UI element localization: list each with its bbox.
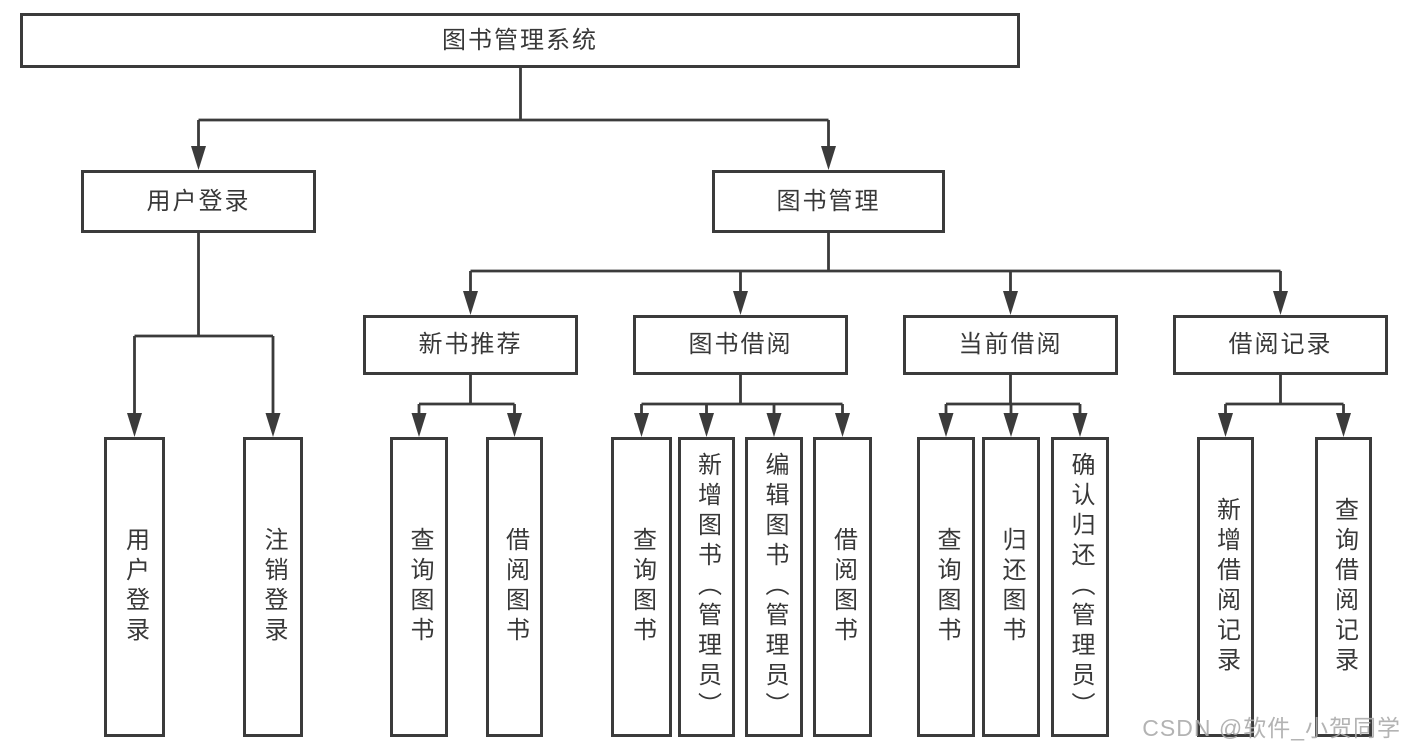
leaf-return-book: 归还图书: [982, 437, 1040, 737]
node-new-book-recommend-label: 新书推荐: [418, 331, 523, 358]
leaf-query-books-recommend-label: 查询图书: [406, 527, 433, 647]
leaf-confirm-return-admin: 确认归还（管理员）: [1051, 437, 1109, 737]
leaf-query-borrow-record-label: 查询借阅记录: [1330, 497, 1358, 677]
leaf-query-books-current-label: 查询图书: [933, 527, 960, 647]
node-book-borrow: 图书借阅: [633, 315, 848, 375]
leaf-add-book-admin-label: 新增图书（管理员）: [693, 452, 721, 722]
leaf-edit-book-admin-label: 编辑图书（管理员）: [761, 452, 788, 722]
leaf-logout-label: 注销登录: [260, 527, 287, 647]
leaf-edit-book-admin: 编辑图书（管理员）: [745, 437, 803, 737]
node-root-label: 图书管理系统: [442, 26, 598, 54]
leaf-return-book-label: 归还图书: [998, 527, 1025, 647]
node-user-login: 用户登录: [81, 170, 316, 233]
node-user-login-label: 用户登录: [146, 187, 251, 215]
leaf-add-book-admin: 新增图书（管理员）: [678, 437, 735, 737]
leaf-query-books-recommend: 查询图书: [390, 437, 448, 737]
node-current-borrow-label: 当前借阅: [958, 331, 1063, 358]
node-borrow-records-label: 借阅记录: [1228, 331, 1333, 358]
leaf-user-login-label: 用户登录: [121, 527, 149, 647]
leaf-confirm-return-admin-label: 确认归还（管理员）: [1067, 452, 1094, 722]
node-book-management: 图书管理: [712, 170, 945, 233]
csdn-watermark: CSDN @软件_小贺同学: [1142, 715, 1401, 741]
node-book-management-label: 图书管理: [776, 187, 881, 215]
node-root: 图书管理系统: [20, 13, 1020, 68]
leaf-user-login: 用户登录: [104, 437, 165, 737]
node-new-book-recommend: 新书推荐: [363, 315, 578, 375]
leaf-borrow-books-label: 借阅图书: [829, 527, 857, 647]
leaf-borrow-books: 借阅图书: [813, 437, 872, 737]
leaf-add-borrow-record: 新增借阅记录: [1197, 437, 1254, 737]
leaf-borrow-books-recommend: 借阅图书: [486, 437, 543, 737]
leaf-add-borrow-record-label: 新增借阅记录: [1212, 497, 1240, 677]
leaf-query-books-borrow-label: 查询图书: [628, 527, 656, 647]
arrowhead-icons: [127, 146, 1351, 437]
leaf-query-books-current: 查询图书: [917, 437, 975, 737]
leaf-query-books-borrow: 查询图书: [611, 437, 672, 737]
node-borrow-records: 借阅记录: [1173, 315, 1388, 375]
leaf-borrow-books-recommend-label: 借阅图书: [501, 527, 529, 647]
node-book-borrow-label: 图书借阅: [688, 331, 793, 358]
node-current-borrow: 当前借阅: [903, 315, 1118, 375]
leaf-query-borrow-record: 查询借阅记录: [1315, 437, 1372, 737]
leaf-logout: 注销登录: [243, 437, 303, 737]
